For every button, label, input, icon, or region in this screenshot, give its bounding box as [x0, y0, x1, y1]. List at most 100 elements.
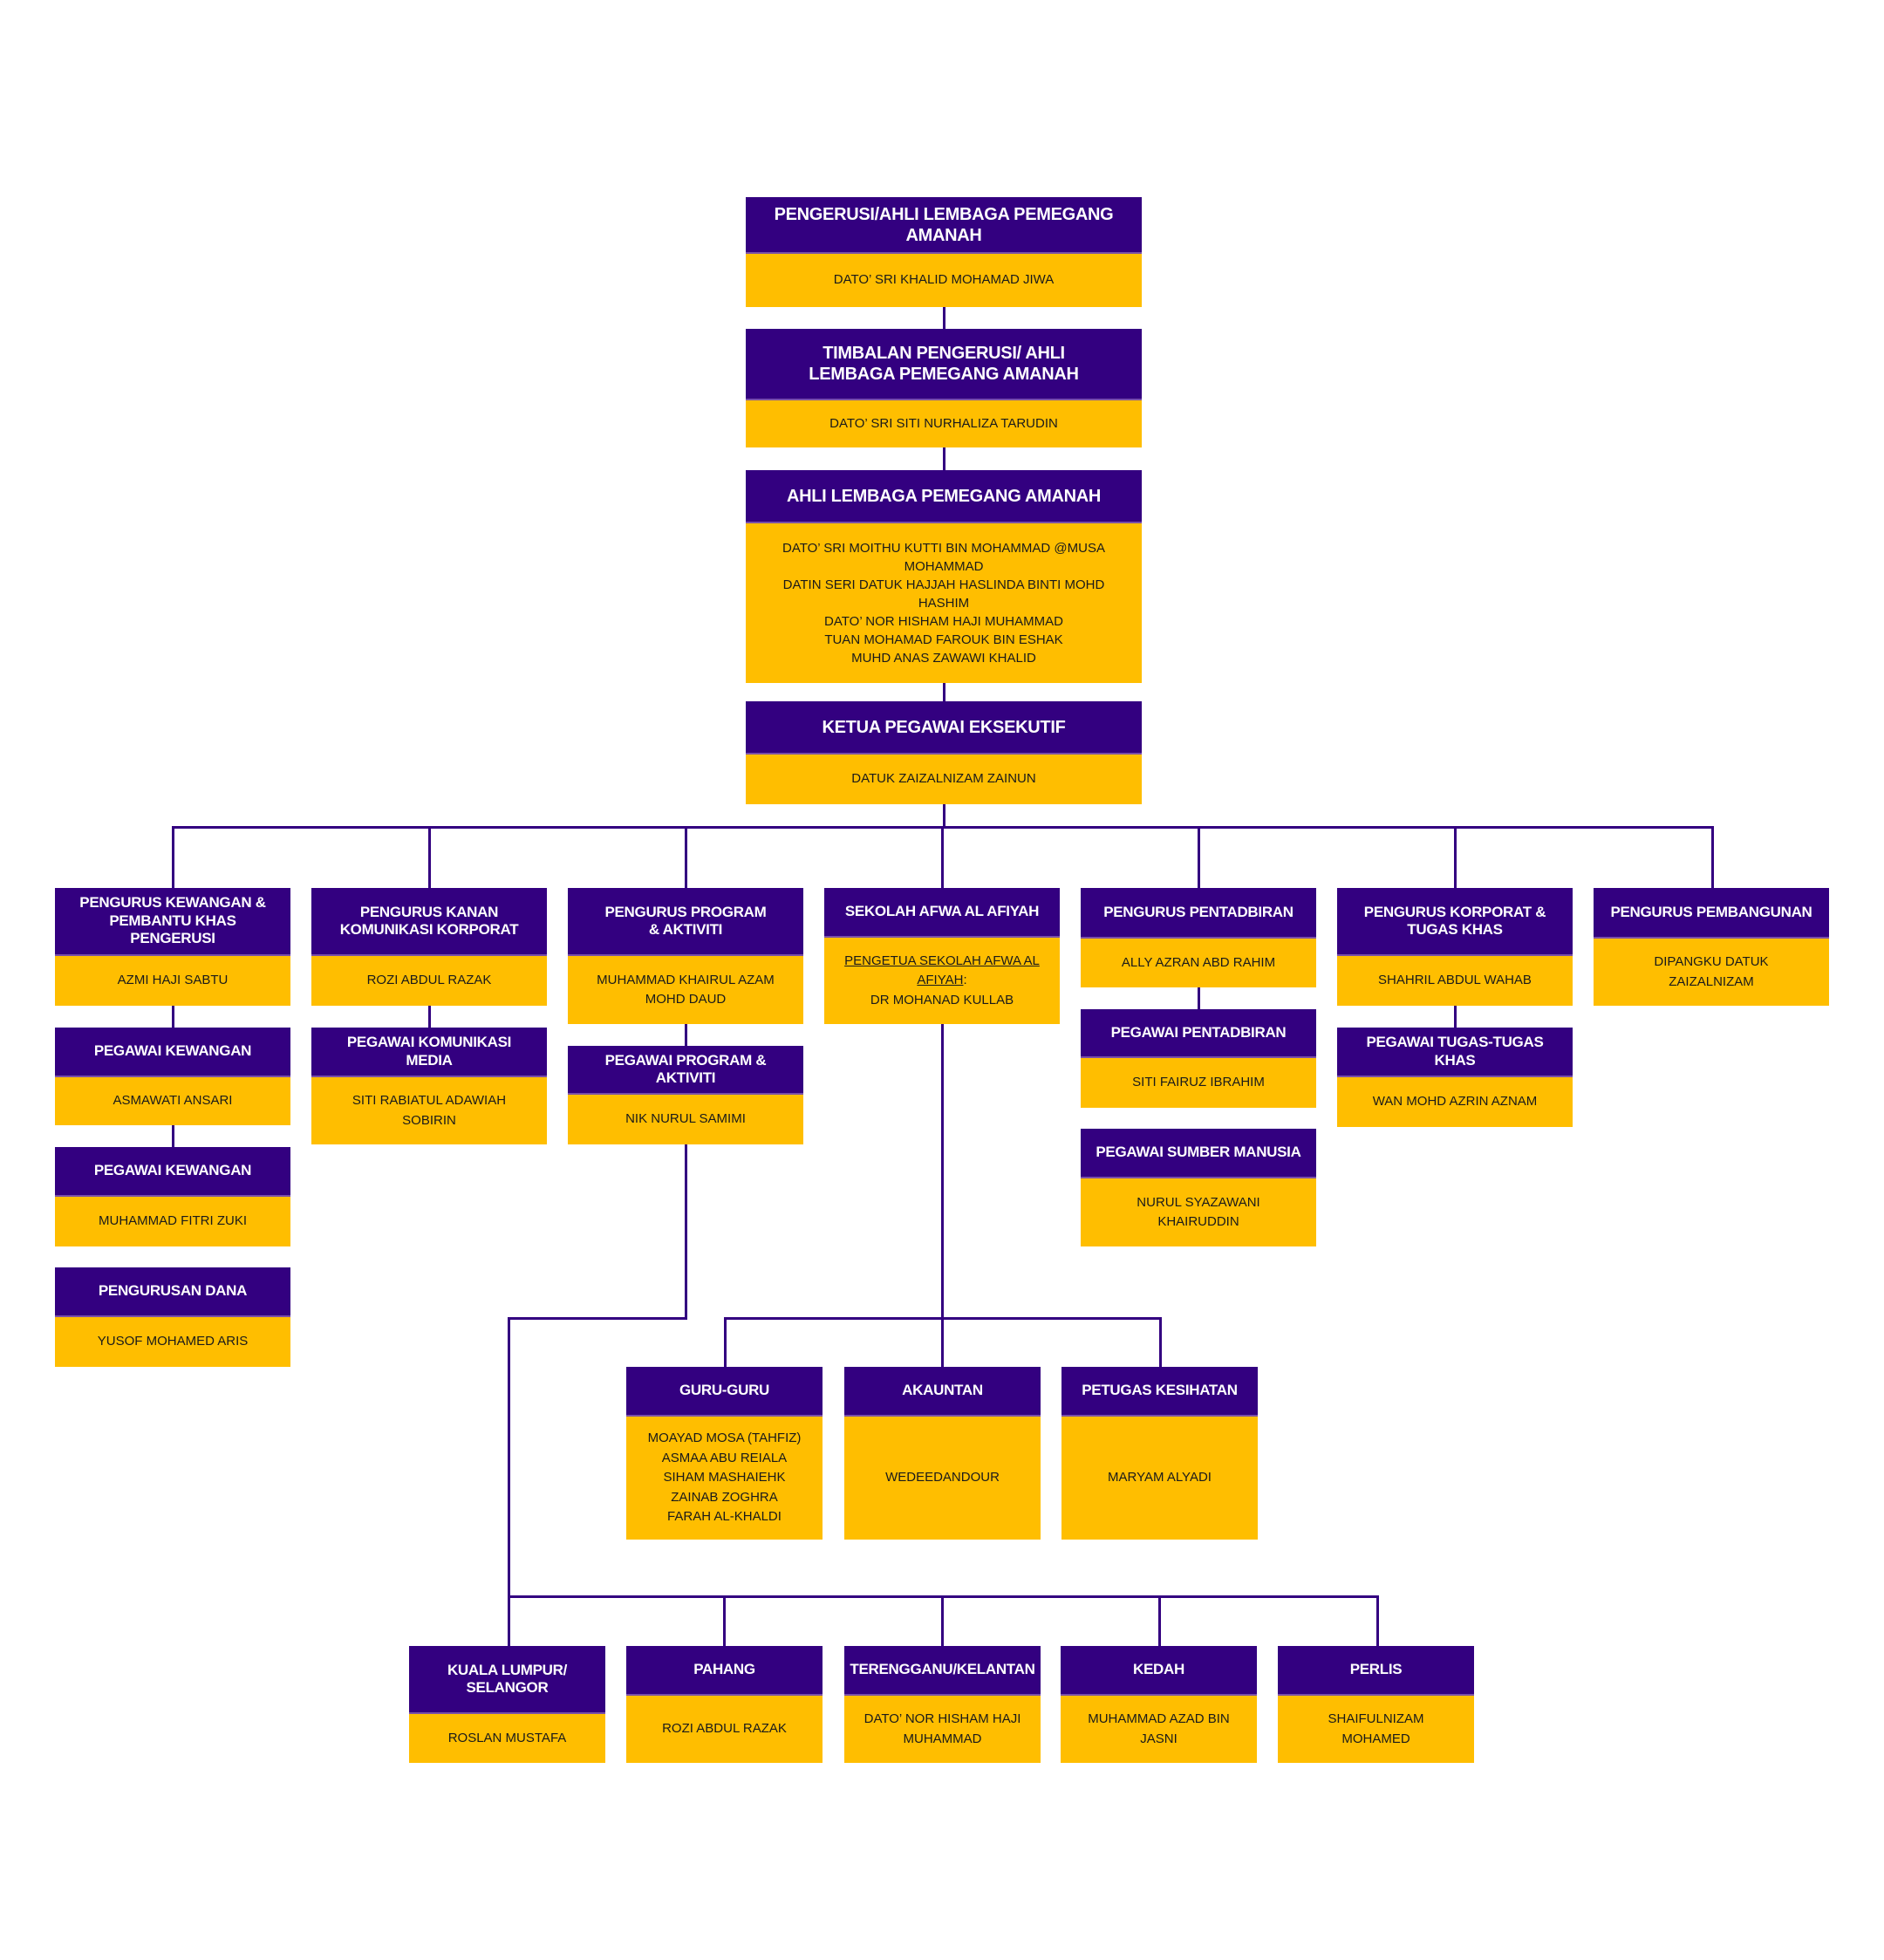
person-name: ROZI ABDUL RAZAK [366, 973, 492, 988]
box-title: GURU-GURU [626, 1367, 823, 1417]
region-box: TERENGGANU/KELANTAN DATO’ NOR HISHAM HAJ… [844, 1646, 1041, 1763]
person-name: ROSLAN MUSTAFA [447, 1730, 567, 1745]
school-staff-box: GURU-GURU MOAYAD MOSA (TAHFIZ) ASMAA ABU… [626, 1367, 823, 1540]
connector-line [685, 826, 687, 888]
connector-line [172, 826, 174, 888]
connector-line [1198, 987, 1200, 1009]
connector-line [685, 1144, 687, 1320]
box-title: TIMBALAN PENGERUSI/ AHLI LEMBAGA PEMEGAN… [746, 329, 1142, 400]
box-title: PENGURUS KANAN KOMUNIKASI KORPORAT [311, 888, 547, 956]
person-name: MARYAM ALYADI [1108, 1470, 1212, 1485]
connector-line [724, 1317, 727, 1367]
person-name: FARAH AL-KHALDI [667, 1509, 782, 1525]
person-name: AZMI HAJI SABTU [117, 973, 229, 988]
sub-department-box: PEGAWAI KOMUNIKASI MEDIA SITI RABIATUL A… [311, 1028, 547, 1144]
person-name: ASMAWATI ANSARI [113, 1093, 233, 1109]
connector-line [1454, 1006, 1457, 1028]
box-title: PEGAWAI KEWANGAN [55, 1147, 290, 1197]
connector-line [508, 1317, 687, 1320]
person-name: MUHAMMAD AZAD BIN JASNI [1088, 1711, 1230, 1746]
connector-line [1454, 826, 1457, 888]
box-title: PENGURUS PEMBANGUNAN [1594, 888, 1829, 939]
connector-line [943, 307, 945, 329]
sub-department-box: PENGURUSAN DANA YUSOF MOHAMED ARIS [55, 1267, 290, 1367]
connector-line [723, 1595, 726, 1646]
deputy-chairman-box: TIMBALAN PENGERUSI/ AHLI LEMBAGA PEMEGAN… [746, 329, 1142, 447]
person-name: SITI FAIRUZ IBRAHIM [1132, 1075, 1265, 1090]
school-staff-box: AKAUNTAN WEDEEDANDOUR [844, 1367, 1041, 1540]
sub-department-box: PEGAWAI KEWANGAN ASMAWATI ANSARI [55, 1028, 290, 1125]
connector-line [941, 1595, 944, 1646]
region-box: KUALA LUMPUR/ SELANGOR ROSLAN MUSTAFA [409, 1646, 605, 1763]
person-name: DATIN SERI DATUK HAJJAH HASLINDA BINTI M… [782, 577, 1105, 611]
box-title: PAHANG [626, 1646, 823, 1696]
region-box: KEDAH MUHAMMAD AZAD BIN JASNI [1061, 1646, 1257, 1763]
connector-line [943, 804, 945, 827]
connector-line [1711, 826, 1714, 888]
box-title: PENGURUSAN DANA [55, 1267, 290, 1317]
person-name: WEDEEDANDOUR [885, 1470, 1000, 1485]
connector-line [943, 447, 945, 470]
trustees-box: AHLI LEMBAGA PEMEGANG AMANAH DATO’ SRI M… [746, 470, 1142, 683]
department-box: PENGURUS KORPORAT & TUGAS KHAS SHAHRIL A… [1337, 888, 1573, 1006]
person-name: DATO’ SRI KHALID MOHAMAD JIWA [833, 272, 1055, 288]
connector-line [1158, 1595, 1161, 1646]
ceo-box: KETUA PEGAWAI EKSEKUTIF DATUK ZAIZALNIZA… [746, 701, 1142, 804]
connector-line [428, 826, 431, 888]
box-title: PEGAWAI SUMBER MANUSIA [1081, 1129, 1316, 1178]
box-title: TERENGGANU/KELANTAN [844, 1646, 1041, 1696]
department-box: PENGURUS KANAN KOMUNIKASI KORPORAT ROZI … [311, 888, 547, 1006]
box-title: PENGURUS KEWANGAN & PEMBANTU KHAS PENGER… [55, 888, 290, 956]
school-staff-box: PETUGAS KESIHATAN MARYAM ALYADI [1061, 1367, 1258, 1540]
box-title: PEGAWAI KEWANGAN [55, 1028, 290, 1077]
sub-department-box: PEGAWAI TUGAS-TUGAS KHAS WAN MOHD AZRIN … [1337, 1028, 1573, 1127]
box-title: PENGURUS PENTADBIRAN [1081, 888, 1316, 939]
person-name: DR MOHANAD KULLAB [870, 992, 1014, 1007]
person-name: ZAINAB ZOGHRA [671, 1489, 778, 1505]
sub-department-box: PEGAWAI PROGRAM & AKTIVITI NIK NURUL SAM… [568, 1046, 803, 1144]
chairman-box: PENGERUSI/AHLI LEMBAGA PEMEGANG AMANAH D… [746, 197, 1142, 307]
box-title: PENGURUS PROGRAM & AKTIVITI [568, 888, 803, 956]
box-title: KEDAH [1061, 1646, 1257, 1696]
person-name: DATO’ NOR HISHAM HAJI MUHAMMAD [824, 614, 1063, 629]
box-title: SEKOLAH AFWA AL AFIYAH [824, 888, 1060, 938]
box-title: PEGAWAI TUGAS-TUGAS KHAS [1337, 1028, 1573, 1077]
sub-department-box: PEGAWAI SUMBER MANUSIA NURUL SYAZAWANI K… [1081, 1129, 1316, 1246]
box-title: PENGURUS KORPORAT & TUGAS KHAS [1337, 888, 1573, 956]
box-title: PERLIS [1278, 1646, 1474, 1696]
principal-label: PENGETUA SEKOLAH AFWA AL AFIYAH [844, 953, 1040, 988]
department-box: PENGURUS PROGRAM & AKTIVITI MUHAMMAD KHA… [568, 888, 803, 1024]
person-name: NURUL SYAZAWANI KHAIRUDDIN [1137, 1194, 1260, 1230]
region-box: PERLIS SHAIFULNIZAM MOHAMED [1278, 1646, 1474, 1763]
connector-line [1159, 1317, 1162, 1367]
person-name: SHAHRIL ABDUL WAHAB [1378, 973, 1532, 988]
person-name: ROZI ABDUL RAZAK [662, 1721, 787, 1737]
department-box: PENGURUS KEWANGAN & PEMBANTU KHAS PENGER… [55, 888, 290, 1006]
person-name: ASMAA ABU REIALA [661, 1450, 788, 1465]
connector-line [172, 1125, 174, 1147]
connector-line [1376, 1595, 1379, 1646]
box-title: PENGERUSI/AHLI LEMBAGA PEMEGANG AMANAH [746, 197, 1142, 254]
person-name: NIK NURUL SAMIMI [625, 1111, 746, 1127]
box-title: KUALA LUMPUR/ SELANGOR [409, 1646, 605, 1714]
person-name: SHAIFULNIZAM MOHAMED [1328, 1711, 1424, 1746]
sub-department-box: PEGAWAI KEWANGAN MUHAMMAD FITRI ZUKI [55, 1147, 290, 1246]
sub-department-box: PEGAWAI PENTADBIRAN SITI FAIRUZ IBRAHIM [1081, 1009, 1316, 1108]
box-title: PEGAWAI PROGRAM & AKTIVITI [568, 1046, 803, 1095]
connector-line [1198, 826, 1200, 888]
connector-line [943, 683, 945, 701]
connector-line [172, 1006, 174, 1028]
person-name: YUSOF MOHAMED ARIS [97, 1334, 249, 1349]
person-name: TUAN MOHAMAD FAROUK BIN ESHAK [824, 632, 1063, 647]
connector-line [685, 1024, 687, 1046]
person-name: MUHAMMAD FITRI ZUKI [99, 1213, 247, 1229]
box-title: AKAUNTAN [844, 1367, 1041, 1417]
box-title: AHLI LEMBAGA PEMEGANG AMANAH [746, 470, 1142, 523]
box-title: PEGAWAI PENTADBIRAN [1081, 1009, 1316, 1058]
department-box: SEKOLAH AFWA AL AFIYAH PENGETUA SEKOLAH … [824, 888, 1060, 1024]
connector-line [941, 826, 944, 888]
person-name: DATO’ SRI SITI NURHALIZA TARUDIN [829, 415, 1058, 431]
connector-line [428, 1006, 431, 1028]
person-name: DATUK ZAIZALNIZAM ZAINUN [851, 771, 1036, 787]
